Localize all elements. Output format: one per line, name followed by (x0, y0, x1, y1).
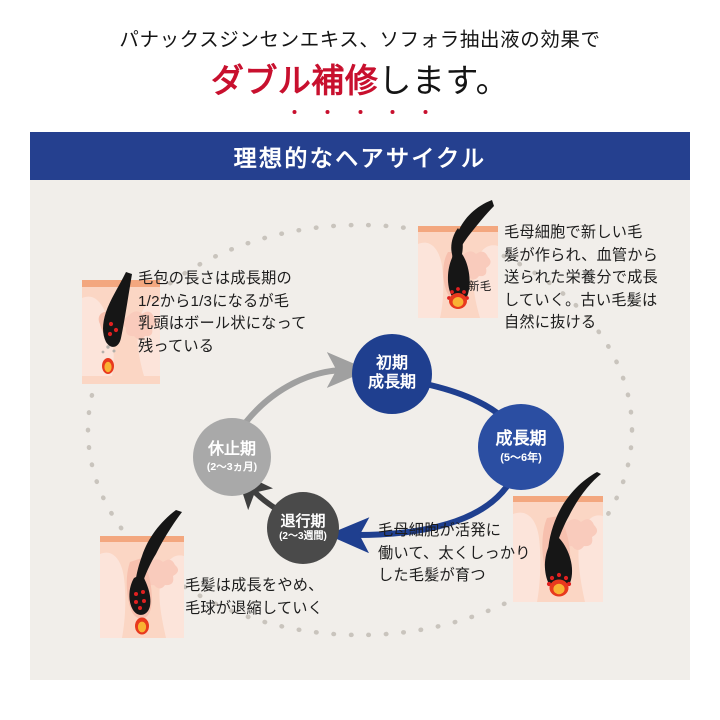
follicle-illustration-anagen (513, 472, 603, 607)
emphasis-dots (292, 110, 428, 116)
dotted-cycle-path (85, 222, 635, 638)
follicle-illustration-telogen (82, 272, 160, 389)
stage-node-anagen[interactable]: 成長期 (5〜6年) (478, 404, 564, 490)
stage-node-telogen-duration: (2〜3ヵ月) (206, 460, 258, 473)
stage-node-catagen[interactable]: 退行期 (2〜3週間) (267, 492, 339, 564)
stage-node-telogen[interactable]: 休止期 (2〜3ヵ月) (193, 418, 271, 496)
stage-node-anagen-duration: (5〜6年) (500, 451, 542, 464)
headline-accent-text: ダブル補修 (210, 64, 379, 101)
stage-node-catagen-label: 退行期 (280, 512, 326, 530)
callout-anagen-description: 毛母細胞が活発に 働いて、太くしっかり した毛髪が育つ (378, 522, 531, 584)
headline-line-1: パナックスジンセンエキス、ソフォラ抽出液の効果で (119, 30, 601, 51)
callout-telogen-description: 毛包の長さは成長期の 1/2から1/3になるが毛 乳頭はボール状になって 残って… (138, 270, 307, 355)
follicle-illustration-catagen (100, 510, 184, 643)
stage-node-anagen-label: 成長期 (495, 429, 547, 449)
stage-node-anagen-early-label: 初期 成長期 (367, 355, 416, 391)
section-banner-title: 理想的なヘアサイクル (233, 145, 487, 171)
new-hair-label: 新毛 (468, 281, 492, 293)
arc-telogen-to-early (243, 352, 369, 425)
stage-node-telogen-label: 休止期 (207, 440, 256, 458)
callout-catagen-description: 毛髪は成長をやめ、 毛球が退縮していく (185, 577, 324, 617)
headline: パナックスジンセンエキス、ソフォラ抽出液の効果で ダブル補修します。 (0, 28, 720, 114)
stage-node-anagen-early[interactable]: 初期 成長期 (352, 334, 432, 414)
headline-line-2: ダブル補修します。 (0, 61, 720, 104)
stage-node-catagen-duration: (2〜3週間) (279, 531, 327, 543)
callout-new-hair-description: 毛母細胞で新しい毛 髪が作られ、血管から 送られた栄養分で成長 していく。古い毛… (504, 224, 659, 331)
section-banner: 理想的なヘアサイクル (30, 132, 690, 180)
diagram-panel: 新毛 初期 成長期 成長期 (5〜6年) 退行期 (2〜3週間) 休止期 (2〜… (30, 180, 690, 680)
headline-tail-text: します。 (378, 64, 510, 101)
follicle-illustration-new-hair (418, 200, 498, 323)
